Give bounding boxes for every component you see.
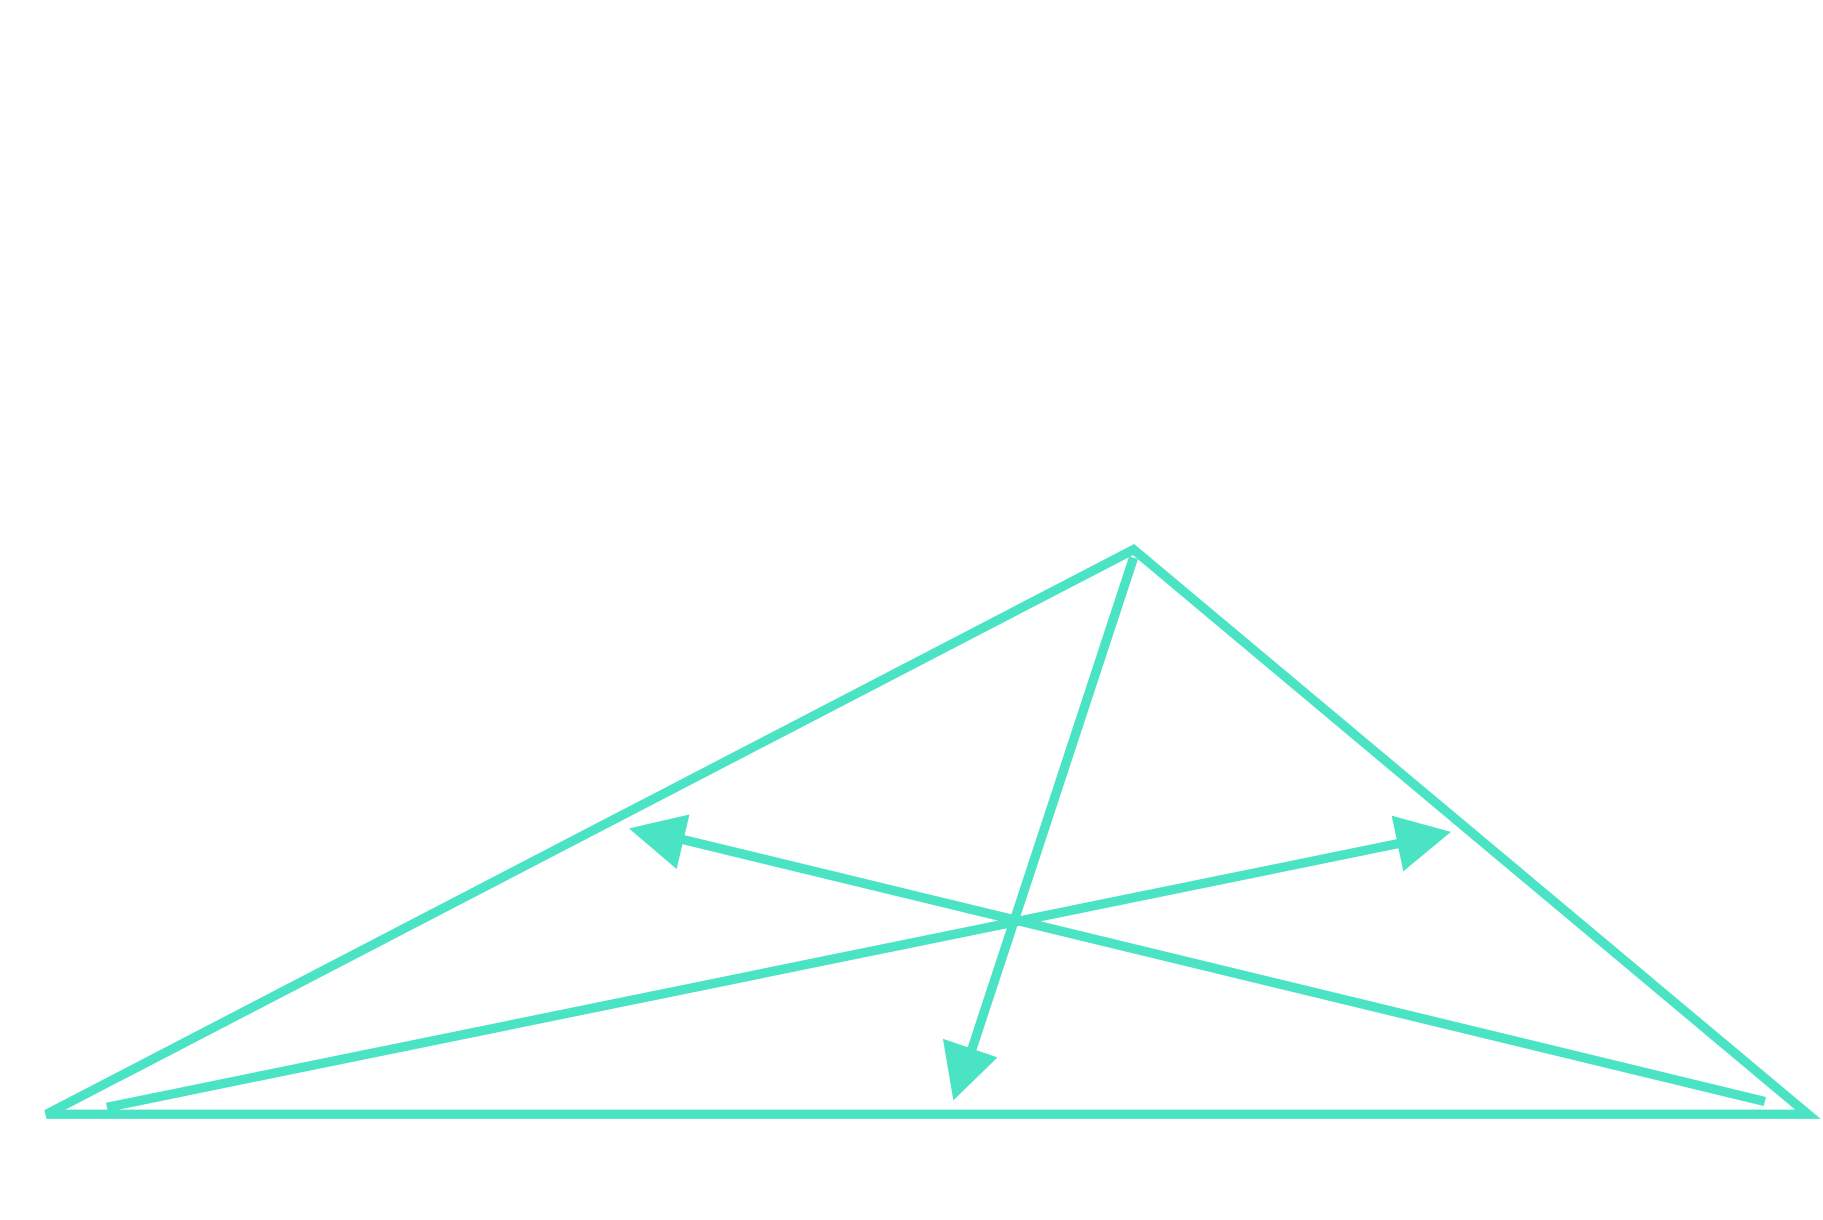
- arrowhead-right: [1391, 815, 1451, 872]
- triangle-outline: [44, 544, 1821, 1119]
- arrowhead-left: [628, 814, 690, 870]
- arrow-left-vertex-line: [106, 838, 1400, 1112]
- arrow-apex-line: [964, 556, 1138, 1062]
- arrowhead-down: [942, 1038, 998, 1101]
- arrow-right-vertex-line: [679, 834, 1766, 1107]
